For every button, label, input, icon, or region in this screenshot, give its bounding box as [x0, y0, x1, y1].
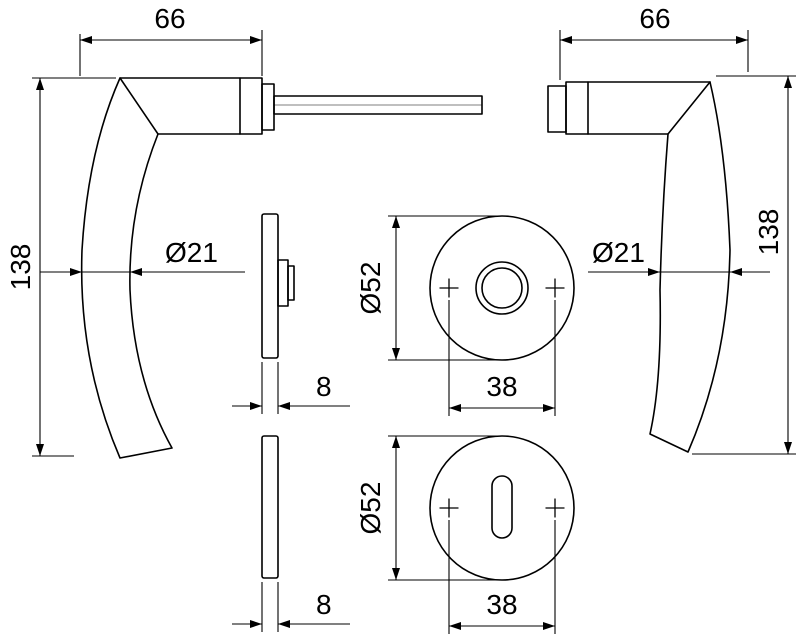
left-lever-diameter-dimension: Ø21	[40, 237, 245, 276]
round-rose-thickness-label: 8	[316, 371, 332, 402]
key-rose-thickness-label: 8	[316, 589, 332, 620]
right-lever	[547, 81, 731, 453]
round-rose-front-view	[429, 215, 575, 361]
key-rose-width-label: 38	[486, 589, 517, 620]
left-lever-width-dimension: 66	[79, 3, 263, 76]
right-lever-height-label: 138	[753, 209, 784, 256]
left-lever-width-label: 66	[154, 3, 185, 34]
right-lever-height-dimension: 138	[692, 75, 796, 455]
key-rose-width-dimension: 38	[448, 520, 556, 634]
round-rose-diameter-label: Ø52	[355, 262, 386, 315]
right-lever-width-label: 66	[639, 3, 670, 34]
left-lever-height-dimension: 138	[5, 77, 116, 457]
key-rose-diameter-dimension: Ø52	[355, 435, 498, 581]
round-rose-width-label: 38	[486, 371, 517, 402]
right-lever-diameter-dimension: Ø21	[588, 237, 770, 276]
key-rose-thickness-dimension: 8	[232, 582, 350, 632]
right-lever-width-dimension: 66	[559, 3, 749, 80]
left-lever-diameter-label: Ø21	[165, 237, 218, 268]
key-rose-diameter-label: Ø52	[355, 482, 386, 535]
key-rose-front-view	[429, 435, 575, 581]
left-lever-height-label: 138	[5, 244, 36, 291]
round-rose-width-dimension: 38	[448, 300, 556, 416]
round-rose-thickness-dimension: 8	[232, 362, 350, 414]
round-rose-side-view	[261, 213, 295, 359]
key-rose-side-view	[261, 435, 279, 579]
right-lever-diameter-label: Ø21	[592, 237, 645, 268]
left-lever	[80, 77, 483, 459]
round-rose-diameter-dimension: Ø52	[355, 215, 498, 361]
